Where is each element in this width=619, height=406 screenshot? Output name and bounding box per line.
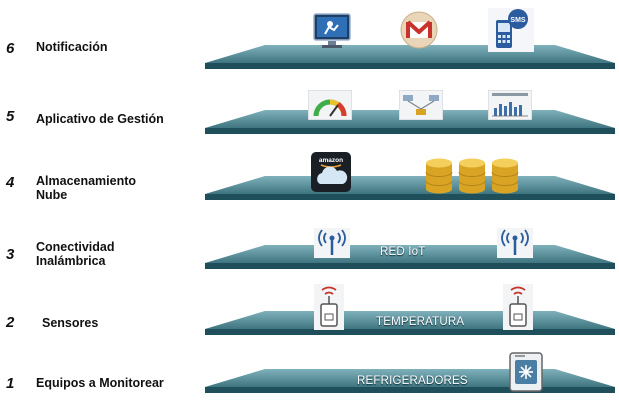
desktop-screen-icon	[312, 12, 352, 55]
layer-number: 5	[6, 108, 15, 125]
layer-notificacion: 6 Notificación SMS	[0, 0, 619, 70]
layer-conectividad: 3 Conectividad Inalámbrica RED IoT	[6, 228, 615, 269]
wireless-antenna-icon	[314, 228, 350, 263]
layer-label: Notificación	[36, 40, 108, 54]
layer-number: 1	[6, 375, 15, 392]
layer-label: Almacenamiento Nube	[36, 174, 137, 202]
refrigerator-icon	[509, 352, 543, 397]
bar-report-icon	[487, 89, 533, 125]
platform-text: REFRIGERADORES	[357, 375, 468, 387]
layer-sensores: 2 Sensores TEMPERATURA	[6, 284, 615, 335]
gauge-dashboard-icon	[307, 89, 353, 125]
gmail-icon	[399, 10, 439, 55]
sms-phone-icon: SMS	[488, 8, 534, 57]
svg-text:amazon: amazon	[319, 157, 343, 164]
layer-almacenamiento: 4 Almacenamiento Nube amazon	[6, 152, 615, 202]
platform-text: RED IoT	[380, 246, 426, 258]
platform-text: TEMPERATURA	[376, 316, 465, 328]
layer-number: 6	[6, 40, 15, 57]
database-cylinder-icon	[491, 158, 519, 199]
database-cylinder-icon	[425, 158, 453, 199]
temperature-sensor-icon	[503, 284, 533, 335]
layer-label: Conectividad Inalámbrica	[36, 240, 115, 268]
flow-diagram-icon	[398, 89, 444, 125]
temperature-sensor-icon	[314, 284, 344, 335]
layer-label: Sensores	[42, 316, 99, 330]
layer-number: 4	[6, 174, 15, 191]
layer-number: 3	[6, 246, 15, 263]
layer-aplicativo: 5 Aplicativo de Gestión	[0, 0, 619, 135]
layer-label: Equipos a Monitorear	[36, 376, 164, 390]
layer-label: Aplicativo de Gestión	[36, 112, 164, 126]
svg-text:SMS: SMS	[510, 17, 526, 24]
wireless-antenna-icon	[497, 228, 533, 263]
database-cylinder-icon	[458, 158, 486, 199]
amazon-cloud-icon: amazon	[311, 152, 351, 197]
layer-number: 2	[6, 314, 15, 331]
